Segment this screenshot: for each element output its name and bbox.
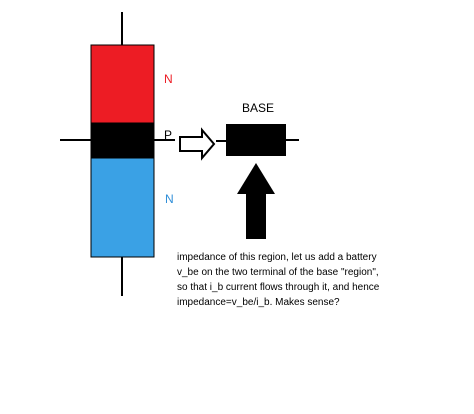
transistor-stack	[60, 12, 175, 296]
p-region-base	[90, 122, 155, 159]
explanation-note: impedance of this region, let us add a b…	[177, 250, 422, 310]
note-line: impedance=v_be/i_b. Makes sense?	[177, 297, 340, 308]
note-line: so that i_b current flows through it, an…	[177, 282, 380, 293]
right-arrow-icon	[179, 127, 216, 161]
note-line: v_be on the two terminal of the base "re…	[177, 267, 379, 278]
note-line: impedance of this region, let us add a b…	[177, 252, 377, 263]
base-current-arrow	[237, 163, 275, 239]
base-label: BASE	[242, 101, 275, 115]
base-region-block	[216, 124, 299, 156]
n-region-top-label: N	[164, 72, 173, 86]
base-region	[226, 124, 286, 156]
p-region-label: P	[164, 128, 173, 142]
n-region-top	[90, 44, 155, 124]
n-region-bottom	[90, 157, 155, 258]
up-arrow-shaft	[246, 193, 266, 239]
n-region-bottom-label: N	[165, 192, 174, 206]
up-arrow-icon	[237, 163, 275, 194]
